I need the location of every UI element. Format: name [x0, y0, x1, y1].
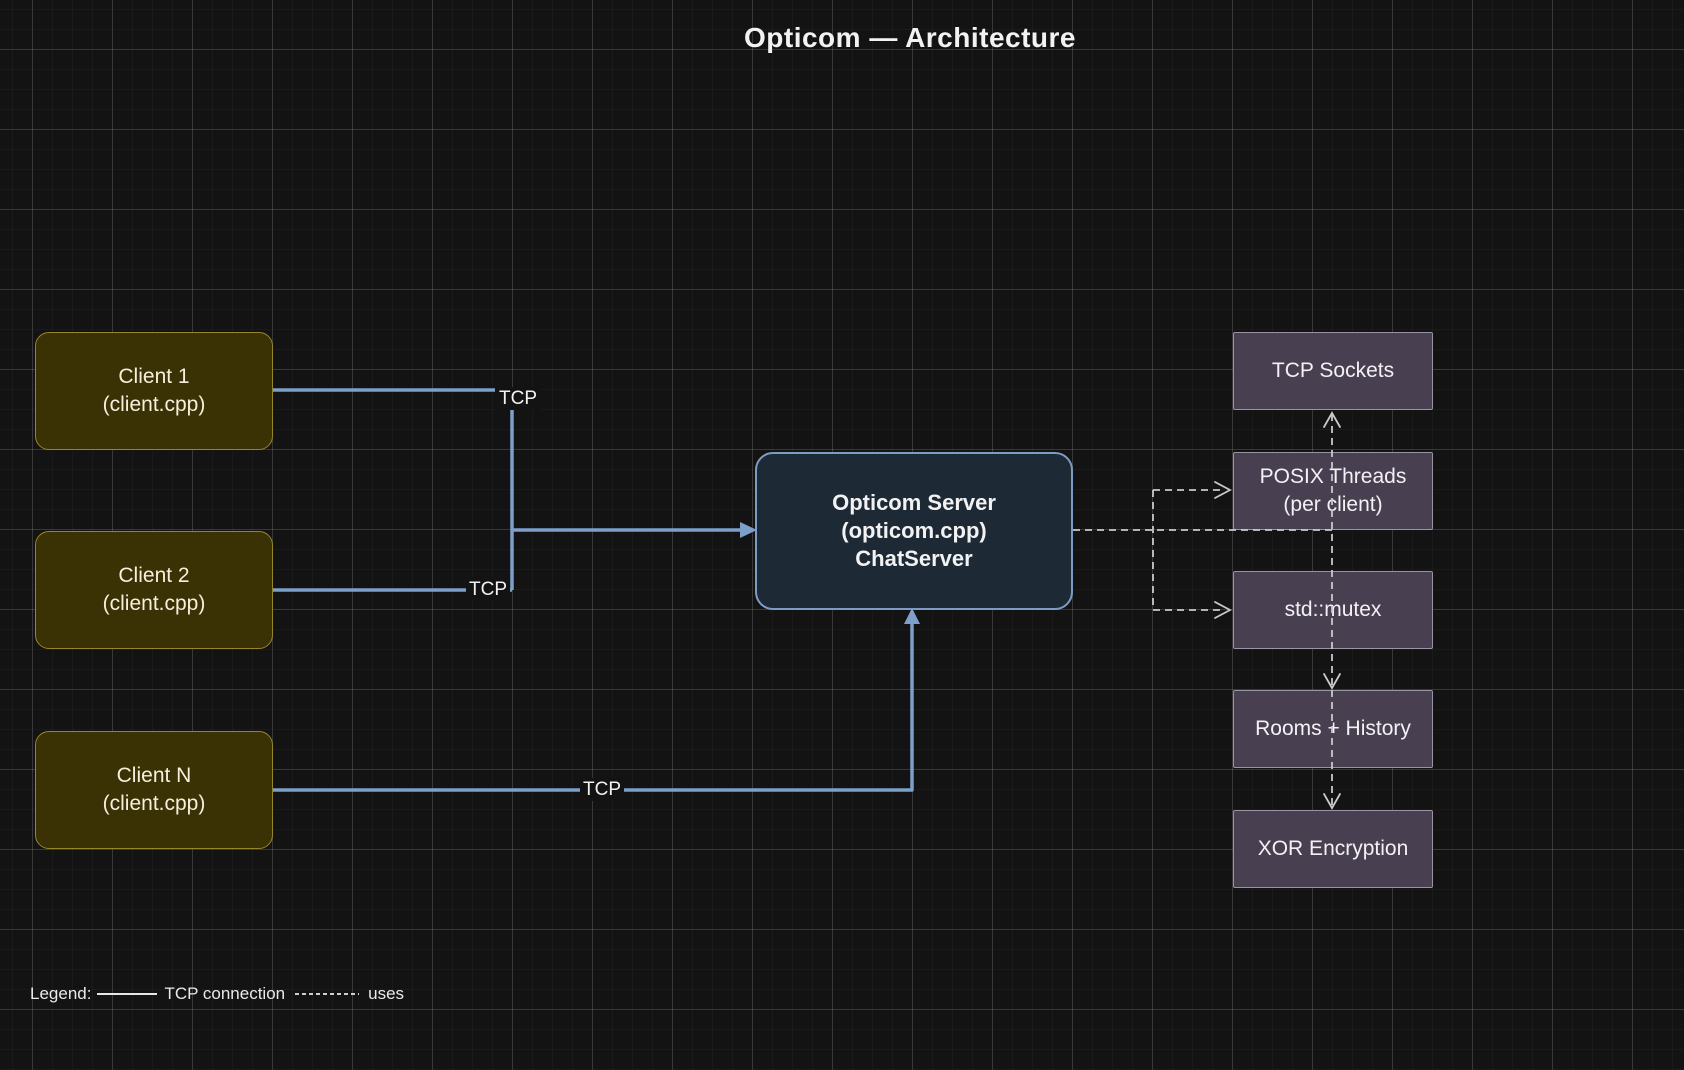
node-tcp-sockets-title: TCP Sockets — [1271, 359, 1395, 382]
node-client-2-title: Client 2 — [118, 564, 190, 587]
node-xor-encryption-title: XOR Encryption — [1257, 837, 1409, 860]
edge-label-tcp-client2: TCP — [466, 578, 510, 601]
edge-clientN-tcp — [273, 622, 914, 792]
node-client-n-title: Client N — [116, 764, 192, 787]
legend: Legend: TCP connection uses — [30, 982, 404, 1006]
node-opticom-server: Opticom Server (opticom.cpp) ChatServer — [755, 452, 1073, 610]
node-xor-encryption: XOR Encryption — [1233, 810, 1433, 888]
edge-label-tcp-client1: TCP — [495, 387, 541, 410]
legend-dashed-label: uses — [368, 984, 405, 1003]
node-server-line3: ChatServer — [855, 546, 973, 571]
node-client-n-subtitle: (client.cpp) — [102, 792, 206, 815]
node-posix-threads-title: POSIX Threads — [1259, 465, 1407, 488]
node-client-1: Client 1 (client.cpp) — [35, 332, 273, 450]
legend-solid-label: TCP connection — [164, 984, 286, 1003]
node-std-mutex: std::mutex — [1233, 571, 1433, 649]
node-posix-threads: POSIX Threads (per client) — [1233, 452, 1433, 530]
legend-solid-line-sample — [97, 993, 158, 995]
node-client-2: Client 2 (client.cpp) — [35, 531, 273, 649]
arrowhead-xor-encryption-down — [1323, 793, 1341, 810]
node-std-mutex-title: std::mutex — [1284, 598, 1382, 621]
legend-title: Legend: — [30, 984, 92, 1003]
edge-client1-tcp — [273, 388, 514, 590]
node-posix-threads-subtitle: (per client) — [1283, 493, 1383, 516]
node-tcp-sockets: TCP Sockets — [1233, 332, 1433, 410]
node-server-line1: Opticom Server — [832, 490, 996, 515]
arrowhead-std-mutex — [1214, 601, 1232, 619]
node-client-n: Client N (client.cpp) — [35, 731, 273, 849]
node-rooms-history: Rooms + History — [1233, 690, 1433, 768]
diagram-title: Opticom — Architecture — [743, 22, 1076, 53]
arrowhead-rooms-history-down — [1323, 673, 1341, 690]
arrowhead-posix-threads — [1214, 481, 1232, 499]
edge-label-tcp-clientN: TCP — [580, 778, 624, 801]
node-client-1-subtitle: (client.cpp) — [102, 393, 206, 416]
arrowhead-server-left — [740, 522, 757, 538]
node-server-line2: (opticom.cpp) — [841, 518, 987, 543]
node-client-2-subtitle: (client.cpp) — [102, 592, 206, 615]
node-client-1-title: Client 1 — [118, 365, 190, 388]
arrowhead-tcp-sockets-up — [1323, 411, 1341, 428]
arrowhead-server-bottom — [904, 608, 920, 624]
node-rooms-history-title: Rooms + History — [1255, 717, 1411, 740]
legend-dashed-line-sample — [295, 993, 360, 995]
